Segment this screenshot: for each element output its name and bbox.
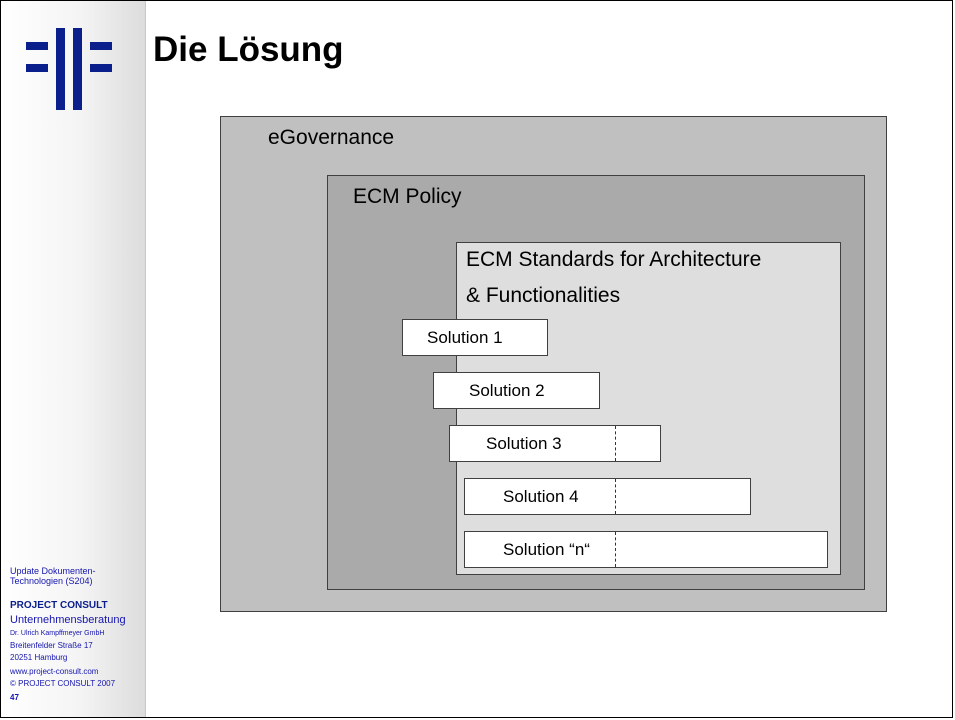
solution-1-box: Solution 1 <box>402 319 548 356</box>
company-subtitle: Unternehmensberatung <box>10 614 126 626</box>
solution-divider-4 <box>615 479 616 514</box>
solution-2-label: Solution 2 <box>469 380 545 400</box>
ecm-standards-label-line1: ECM Standards for Architecture <box>466 248 762 271</box>
course-line-2: Technologien (S204) <box>10 576 93 586</box>
course-line-1: Update Dokumenten- <box>10 566 96 576</box>
company-person: Dr. Ulrich Kampffmeyer GmbH <box>10 630 105 637</box>
solution-2-box: Solution 2 <box>433 372 600 409</box>
solution-3-label: Solution 3 <box>486 433 562 453</box>
solution-4-label: Solution 4 <box>503 486 579 506</box>
ecm-standards-label-line2: & Functionalities <box>466 284 621 307</box>
sidebar-divider <box>145 1 146 717</box>
solution-divider-n <box>615 532 616 567</box>
ecm-policy-label: ECM Policy <box>353 185 462 208</box>
company-name: PROJECT CONSULT <box>10 600 108 611</box>
solution-3-box: Solution 3 <box>449 425 661 462</box>
company-street: Breitenfelder Straße 17 <box>10 641 93 650</box>
egovernance-label: eGovernance <box>268 126 395 149</box>
project-consult-logo <box>26 28 112 110</box>
company-website: www.project-consult.com <box>10 667 99 676</box>
solution-n-box: Solution “n“ <box>464 531 828 568</box>
sidebar <box>1 1 146 717</box>
solution-divider-3 <box>615 426 616 461</box>
copyright: © PROJECT CONSULT 2007 <box>10 679 116 688</box>
page-number: 47 <box>10 693 19 702</box>
solution-1-label: Solution 1 <box>427 327 503 347</box>
solution-4-box: Solution 4 <box>464 478 751 515</box>
page-title: Die Lösung <box>153 30 344 69</box>
solution-n-label: Solution “n“ <box>503 539 590 559</box>
company-city: 20251 Hamburg <box>10 653 68 662</box>
